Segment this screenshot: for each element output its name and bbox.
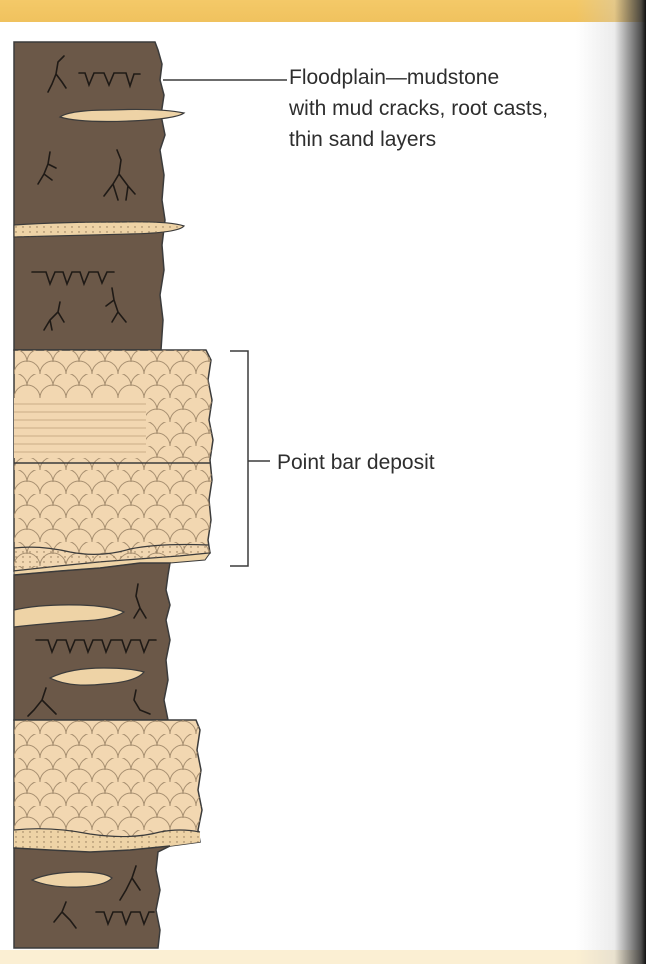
floodplain-mudstone-upper: [13, 41, 166, 351]
thin-sand-layer: [58, 108, 186, 123]
root-cast-marks: [53, 865, 141, 929]
floodplain-label: Floodplain—mudstone with mud cracks, roo…: [289, 62, 548, 155]
top-border-band: [0, 0, 646, 22]
mud-crack-marks: [95, 911, 155, 927]
thin-sand-layer: [48, 667, 146, 686]
mud-crack-marks: [35, 639, 157, 655]
root-cast-marks: [37, 55, 136, 331]
point-bar-label: Point bar deposit: [277, 451, 435, 474]
floodplain-mudstone-lower: [13, 845, 171, 949]
bottom-border-band: [0, 950, 646, 964]
thin-sand-layer: [30, 871, 113, 888]
floodplain-label-line-3: thin sand layers: [289, 128, 437, 151]
point-bar-bracket: [230, 350, 249, 567]
thin-sand-layer: [13, 604, 126, 628]
mud-crack-marks: [31, 72, 141, 287]
floodplain-label-line-2: with mud cracks, root casts,: [289, 97, 549, 120]
root-cast-marks: [27, 583, 151, 717]
floodplain-label-line-1: Floodplain—mudstone: [289, 66, 500, 89]
